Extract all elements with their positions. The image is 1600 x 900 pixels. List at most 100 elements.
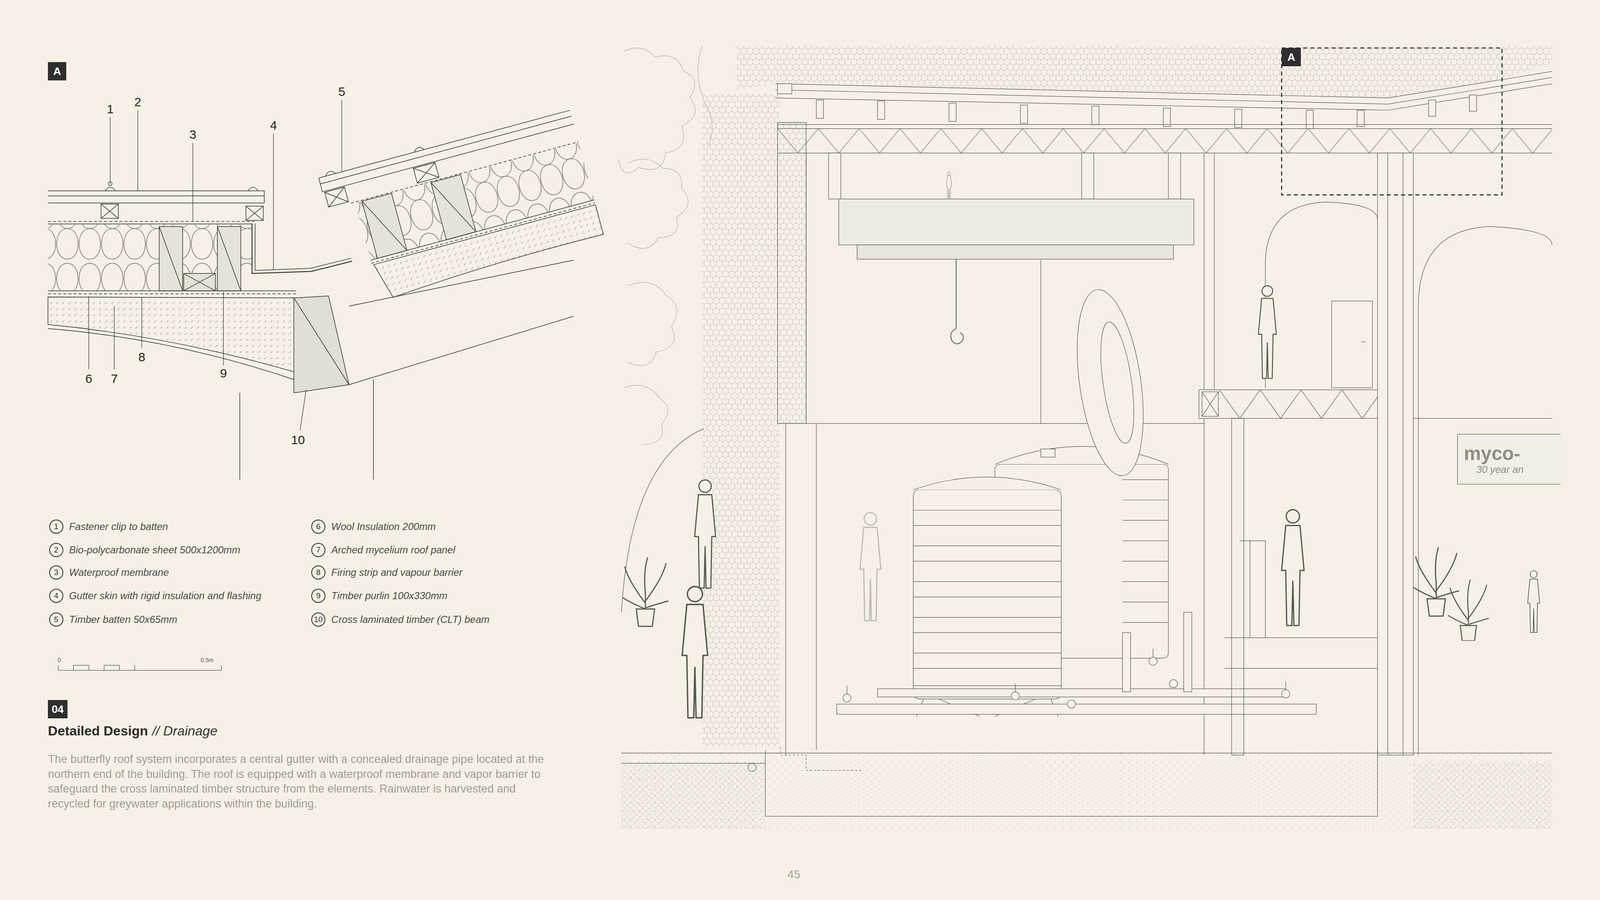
plant xyxy=(622,557,669,627)
label-badge: 04 xyxy=(47,700,68,719)
callout-number: 1 xyxy=(106,102,114,117)
waterproof-membrane xyxy=(47,223,253,225)
callout-number: 10 xyxy=(314,615,323,625)
mezzanine xyxy=(1219,390,1383,419)
wall-column xyxy=(777,122,807,424)
pipework xyxy=(836,704,1317,715)
water-tank xyxy=(1094,320,1140,446)
roof-purlin xyxy=(1357,110,1365,127)
callout-number: 2 xyxy=(134,95,142,110)
callout-number: 8 xyxy=(138,350,146,365)
callout-number: 1 xyxy=(53,522,59,532)
clt-beam xyxy=(293,295,349,393)
callout-circle: 10Cross laminated timber (CLT) beam xyxy=(311,612,326,627)
title: Detailed Design xyxy=(47,723,148,739)
pipework xyxy=(1149,657,1158,666)
callout-number: 9 xyxy=(220,366,228,381)
person xyxy=(682,586,708,718)
timber-purlin xyxy=(217,226,241,291)
timber-purlin xyxy=(362,193,408,259)
callout-circle: 9Timber purlin 100x330mm xyxy=(311,588,326,603)
column xyxy=(1387,152,1404,755)
pipework xyxy=(842,693,852,703)
roof-purlin xyxy=(949,102,957,122)
callout-circle: 7Arched mycelium roof panel xyxy=(311,542,326,558)
water-tank xyxy=(913,477,1062,490)
callout-number: 9 xyxy=(316,591,321,601)
wall-line xyxy=(1265,265,1553,756)
scale-label: 0.5m xyxy=(200,656,214,664)
leader-line xyxy=(88,100,342,431)
mycelium-panel xyxy=(373,205,605,301)
roof-purlin xyxy=(1469,95,1477,112)
drain-pipe xyxy=(780,747,863,771)
pipework xyxy=(1011,691,1020,700)
banner-sign: myco-30 year an xyxy=(1457,433,1561,485)
subtitle: // Drainage xyxy=(152,723,218,739)
vapour-barrier xyxy=(47,290,296,291)
pipework xyxy=(847,649,1286,695)
pipework xyxy=(877,688,1286,698)
hanger xyxy=(1168,152,1181,199)
leader-line xyxy=(137,110,138,191)
badge-text: A xyxy=(53,65,62,78)
arch-line xyxy=(349,316,574,385)
fastener-clip xyxy=(105,187,115,191)
wall-line xyxy=(777,152,1215,755)
callout-circle: 6Wool Insulation 200mm xyxy=(311,519,326,534)
foundation xyxy=(765,750,1378,817)
mycelium-panel xyxy=(47,297,296,373)
water-tank xyxy=(913,510,1062,686)
roof-purlin xyxy=(1306,110,1314,129)
pipework xyxy=(1122,632,1131,692)
water-tank xyxy=(1040,449,1055,458)
leader-line xyxy=(300,390,307,431)
door xyxy=(1331,300,1373,388)
tree xyxy=(624,385,668,445)
wool-insulation xyxy=(47,224,253,291)
callout-number: 7 xyxy=(316,545,321,555)
gutter xyxy=(255,223,351,271)
legend-text: Waterproof membrane xyxy=(69,566,170,579)
callout-number: 3 xyxy=(53,567,59,578)
plant xyxy=(1447,579,1489,641)
water-tank xyxy=(1122,479,1169,623)
leader-line xyxy=(141,297,143,348)
roof-edge xyxy=(777,83,792,94)
truss xyxy=(777,124,1553,154)
callout-number: 7 xyxy=(110,371,118,386)
timber-purlin xyxy=(362,193,408,259)
timber-purlin xyxy=(217,226,241,291)
callout-number: 3 xyxy=(189,127,197,142)
callout-number: 5 xyxy=(53,615,59,625)
sloped-roof xyxy=(317,106,605,308)
clt-beam xyxy=(293,297,349,385)
gutter xyxy=(252,223,353,274)
duct xyxy=(838,199,1194,245)
arch-outline xyxy=(621,428,704,613)
timber-batten xyxy=(413,162,440,184)
leader-line xyxy=(192,142,193,222)
legend-text: Fastener clip to batten xyxy=(69,520,168,533)
callout-number: 2 xyxy=(53,545,59,555)
person xyxy=(860,512,881,621)
water-tank xyxy=(913,490,1062,700)
roof-purlin xyxy=(1020,105,1028,124)
timber-purlin xyxy=(430,174,476,240)
callout-number: 5 xyxy=(338,84,346,99)
water-tank xyxy=(1066,285,1154,480)
timber-batten xyxy=(324,187,349,208)
scale-label: 0 xyxy=(57,656,61,664)
pipework xyxy=(836,612,1317,715)
truss xyxy=(777,128,1553,154)
caption: The butterfly roof system incorporates a… xyxy=(47,752,550,812)
door xyxy=(1361,341,1366,343)
roof-purlin xyxy=(1234,109,1242,128)
section-perspective xyxy=(618,45,1553,829)
callout-circle: 3Waterproof membrane xyxy=(49,565,64,580)
roof-purlin xyxy=(1091,106,1099,125)
hanger xyxy=(828,152,841,199)
roof-purlin xyxy=(816,100,824,119)
scale-bar xyxy=(58,665,222,671)
ground xyxy=(621,750,1552,829)
